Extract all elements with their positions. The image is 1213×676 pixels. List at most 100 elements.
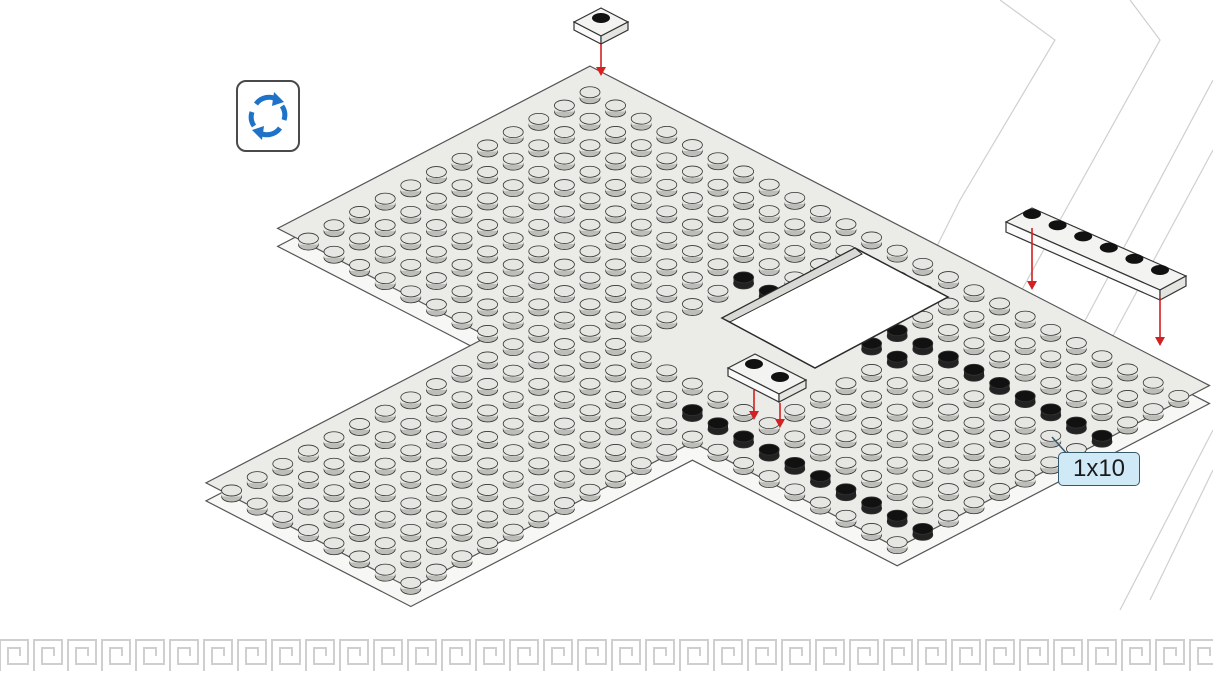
stud <box>682 272 702 289</box>
stud <box>554 471 574 488</box>
stud <box>606 179 626 196</box>
stud <box>452 524 472 541</box>
stud-dark <box>862 497 882 514</box>
greek-key-segment <box>170 640 198 671</box>
stud <box>247 498 267 515</box>
stud <box>580 166 600 183</box>
stud-dark <box>682 405 702 422</box>
stud <box>682 299 702 316</box>
stud-dark <box>913 338 933 355</box>
stud <box>503 471 523 488</box>
stud <box>580 458 600 475</box>
rotate-button[interactable] <box>236 80 300 152</box>
stud <box>606 259 626 276</box>
stud <box>503 286 523 303</box>
stud <box>990 298 1010 315</box>
greek-key-segment <box>1122 640 1150 671</box>
stud <box>426 167 446 184</box>
greek-key-segment <box>748 640 776 671</box>
stud-dark <box>913 523 933 540</box>
greek-key-segment <box>782 640 810 671</box>
stud-dark <box>708 418 728 435</box>
stud <box>810 418 830 435</box>
stud <box>1092 351 1112 368</box>
stud <box>810 497 830 514</box>
stud <box>401 577 421 594</box>
greek-key-segment <box>272 640 300 671</box>
part-callout-1x10: 1x10 <box>1058 452 1140 486</box>
stud <box>529 272 549 289</box>
stud <box>606 391 626 408</box>
greek-key-segment <box>136 640 164 671</box>
stud <box>887 245 907 262</box>
stud <box>862 364 882 381</box>
stud <box>452 153 472 170</box>
stud <box>554 180 574 197</box>
stud <box>580 378 600 395</box>
greek-key-segment <box>340 640 368 671</box>
stud <box>426 273 446 290</box>
stud <box>478 272 498 289</box>
greek-key-segment <box>1156 640 1184 671</box>
stud <box>580 352 600 369</box>
stud <box>554 100 574 117</box>
stud <box>682 166 702 183</box>
stud <box>554 365 574 382</box>
stud <box>529 458 549 475</box>
stud <box>631 113 651 130</box>
stud <box>862 232 882 249</box>
stud-dark <box>964 364 984 381</box>
brick-stud <box>1074 231 1092 241</box>
stud <box>350 418 370 435</box>
stud <box>554 127 574 144</box>
stud <box>606 126 626 143</box>
stud <box>273 485 293 502</box>
stud <box>375 511 395 528</box>
stud <box>606 471 626 488</box>
stud <box>887 484 907 501</box>
stud <box>478 140 498 157</box>
stud <box>478 537 498 554</box>
stud <box>529 431 549 448</box>
stud <box>964 338 984 355</box>
stud <box>938 457 958 474</box>
stud <box>452 551 472 568</box>
stud <box>862 391 882 408</box>
stud <box>375 432 395 449</box>
brick-stud <box>1023 209 1041 219</box>
stud <box>836 431 856 448</box>
stud <box>1015 338 1035 355</box>
stud <box>862 470 882 487</box>
stud <box>580 405 600 422</box>
stud <box>785 404 805 421</box>
greek-key-segment <box>476 640 504 671</box>
stud <box>401 233 421 250</box>
stud <box>350 206 370 223</box>
decorative-greek-key-border <box>0 640 1213 671</box>
stud <box>478 511 498 528</box>
stud <box>836 510 856 527</box>
stud <box>401 286 421 303</box>
stud <box>554 418 574 435</box>
stud <box>785 192 805 209</box>
stud-dark <box>1041 404 1061 421</box>
stud <box>938 272 958 289</box>
stud <box>350 551 370 568</box>
stud <box>529 219 549 236</box>
stud <box>503 153 523 170</box>
stud <box>503 524 523 541</box>
stud <box>682 140 702 157</box>
stud <box>1169 390 1189 407</box>
stud <box>426 511 446 528</box>
stud <box>554 206 574 223</box>
stud <box>708 285 728 302</box>
stud <box>1041 324 1061 341</box>
stud <box>657 153 677 170</box>
stud <box>964 391 984 408</box>
stud <box>938 378 958 395</box>
brick-stud <box>592 13 610 23</box>
stud <box>1118 364 1138 381</box>
stud <box>478 325 498 342</box>
stud <box>913 364 933 381</box>
